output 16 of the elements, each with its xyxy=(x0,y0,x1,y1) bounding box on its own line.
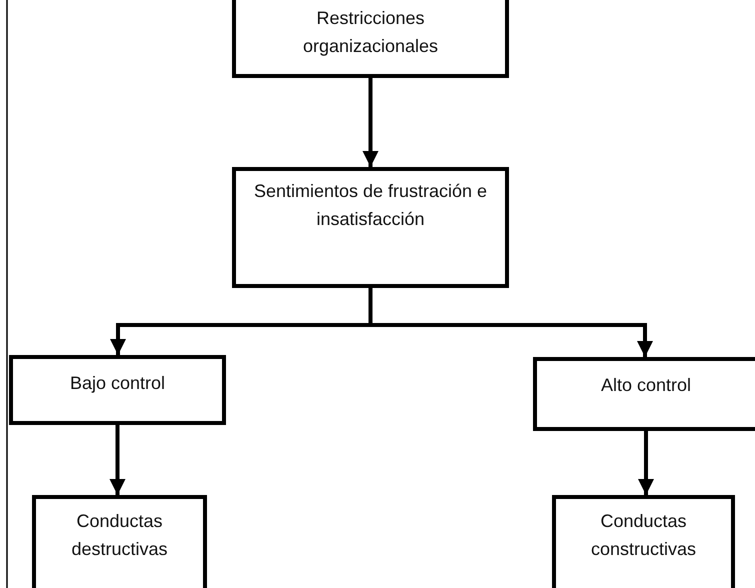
process-box xyxy=(232,0,509,78)
box-label: Alto control xyxy=(600,374,692,397)
process-box xyxy=(32,495,207,588)
process-box xyxy=(533,357,755,431)
box-label: Restricciones organizacionales xyxy=(302,7,440,58)
box-label: Conductas destructivas xyxy=(70,510,169,561)
arrow xyxy=(638,431,654,495)
arrow xyxy=(110,425,126,495)
box-label: Sentimientos de frustración e insatisfacción xyxy=(252,180,488,231)
process-box xyxy=(552,495,735,588)
process-box xyxy=(232,167,509,288)
arrow xyxy=(362,78,378,167)
box-label: Bajo control xyxy=(70,372,166,395)
process-box xyxy=(9,355,226,425)
box-label: Conductas constructivas xyxy=(590,510,698,561)
arrow xyxy=(368,288,653,357)
